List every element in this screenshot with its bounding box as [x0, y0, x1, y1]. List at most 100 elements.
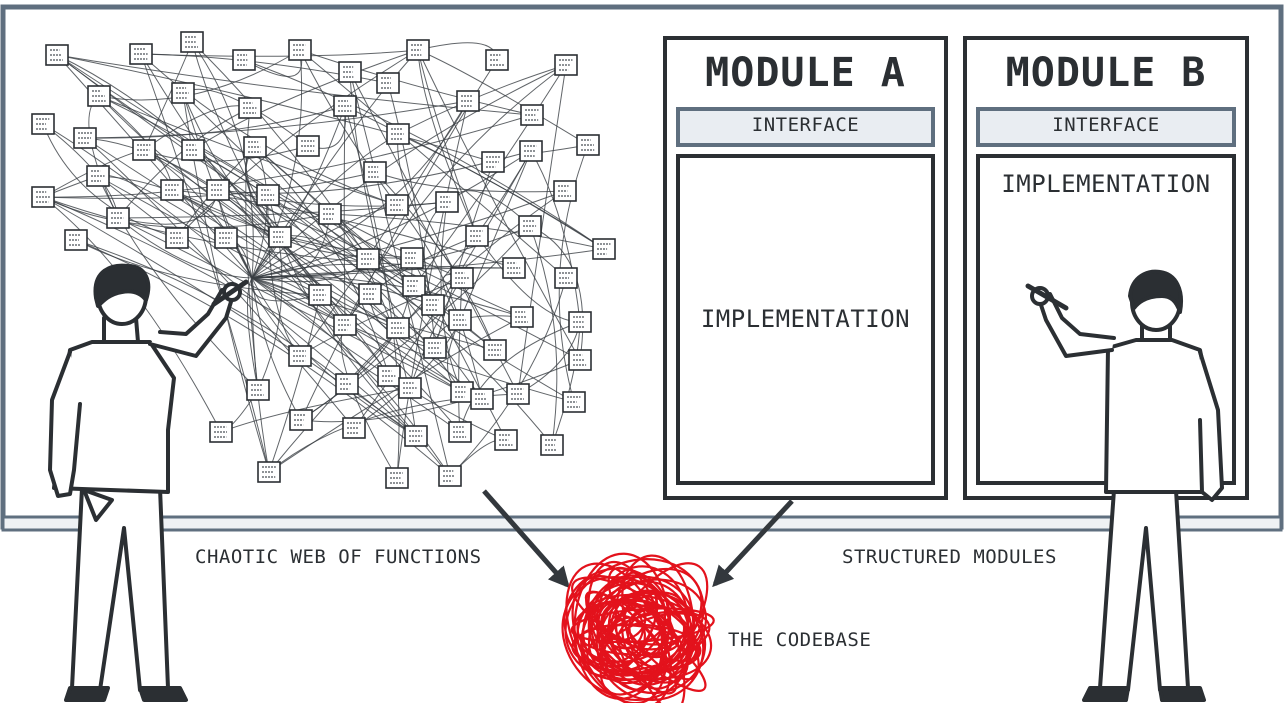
connection-line [251, 277, 270, 473]
chaotic-web-of-functions [31, 31, 616, 489]
connection-line [517, 64, 567, 395]
function-box-icon [568, 349, 592, 371]
connection-line [42, 114, 533, 198]
function-box-icon [165, 227, 189, 249]
connection-line [140, 53, 270, 473]
function-box-icon [288, 345, 312, 367]
function-box-icon [342, 417, 366, 439]
connection-line [243, 59, 605, 250]
function-box-icon [481, 151, 505, 173]
module-a [663, 36, 948, 500]
function-box-icon [181, 139, 205, 161]
function-box-icon [448, 309, 472, 331]
function-box-icon [502, 257, 526, 279]
function-box-icon [256, 184, 280, 206]
connection-line [268, 294, 321, 473]
tangled-knot-icon [561, 552, 715, 703]
connection-line [329, 213, 417, 437]
connection-line [251, 190, 566, 279]
function-box-icon [257, 461, 281, 483]
connection-line [458, 277, 463, 433]
connection-line [459, 150, 532, 321]
function-box-icon [160, 179, 184, 201]
knot-loop [576, 581, 667, 668]
function-box-icon [553, 180, 577, 202]
connection-line [251, 277, 417, 437]
connection-line [417, 49, 581, 361]
connection-line [344, 105, 400, 479]
function-box-icon [238, 97, 262, 119]
function-box-icon [448, 421, 472, 443]
connection-line [84, 137, 399, 329]
arrow-icon [482, 489, 570, 589]
function-box-icon [406, 39, 430, 61]
connection-line [374, 171, 566, 193]
function-box-icon [398, 377, 422, 399]
function-box-icon [31, 113, 55, 135]
function-box-icon [87, 85, 111, 107]
function-box-icon [435, 191, 459, 213]
connection-line [84, 137, 355, 429]
module-a-interface: INTERFACE [751, 114, 860, 136]
connection-line [117, 201, 448, 219]
connection-line [251, 105, 346, 279]
function-box-icon [568, 311, 592, 333]
function-box-icon [554, 54, 578, 76]
function-box-icon [470, 388, 494, 410]
connection-line [251, 277, 302, 421]
person-icon [48, 263, 249, 702]
connection-line [279, 236, 483, 400]
connection-line [97, 175, 253, 279]
marker-icon [1025, 283, 1069, 311]
function-box-icon [86, 165, 110, 187]
function-box-icon [456, 90, 480, 112]
connection-line [300, 359, 581, 423]
connection-line [299, 49, 567, 279]
function-box-icon [180, 31, 204, 53]
knot-loop [600, 600, 647, 642]
function-box-icon [400, 247, 424, 269]
arrow-icon [712, 499, 794, 588]
function-box-icon [209, 421, 233, 443]
function-box-icon [31, 186, 55, 208]
connection-line [251, 277, 496, 351]
marker-icon [211, 279, 249, 307]
knot-loop [565, 562, 667, 703]
chaotic-caption: CHAOTIC WEB OF FUNCTIONS [195, 546, 482, 568]
function-box-icon [338, 61, 362, 83]
connection-line [84, 137, 281, 238]
connection-line [117, 217, 253, 279]
function-box-icon [592, 238, 616, 260]
function-box-icon [450, 381, 474, 403]
function-box-icon [318, 203, 342, 225]
connection-line [530, 150, 581, 323]
connection-line [251, 100, 469, 279]
function-box-icon [363, 161, 387, 183]
connection-line [42, 123, 253, 279]
function-box-icon [540, 434, 564, 456]
function-box-icon [520, 104, 544, 126]
structured-caption: STRUCTURED MODULES [842, 546, 1057, 568]
function-box-icon [519, 140, 543, 162]
connection-line [396, 204, 483, 400]
function-box-icon [376, 72, 400, 94]
connection-line [279, 236, 417, 437]
module-a-title: MODULE A [705, 50, 906, 96]
function-box-icon [402, 275, 426, 297]
connection-line [251, 275, 523, 318]
function-box-icon [562, 391, 586, 413]
function-box-icon [576, 134, 600, 156]
module-b-interface: INTERFACE [1052, 114, 1160, 136]
connection-line [257, 194, 283, 391]
function-box-icon [385, 467, 409, 489]
function-box-icon [171, 82, 195, 104]
function-box-icon [377, 365, 401, 387]
function-box-icon [335, 373, 359, 395]
function-box-icon [386, 317, 410, 339]
function-box-icon [106, 207, 130, 229]
module-b-title: MODULE B [1005, 50, 1207, 96]
connection-line [299, 49, 533, 116]
module-a-implementation: IMPLEMENTATION [700, 305, 911, 333]
function-box-icon [554, 267, 578, 289]
knot-loop [599, 562, 709, 696]
